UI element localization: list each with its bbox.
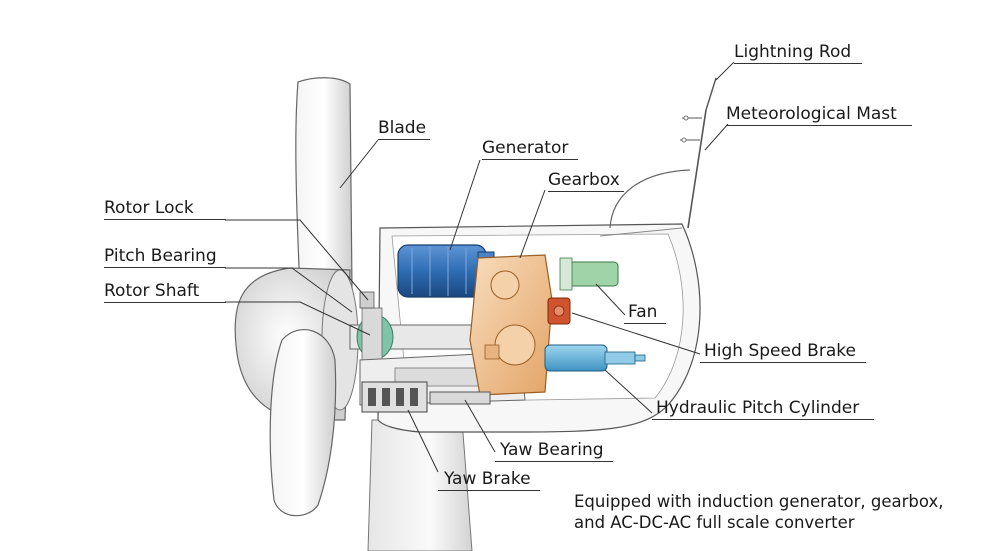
- leader-lines: [225, 61, 735, 473]
- blade-lower: [269, 329, 337, 517]
- yaw-brake: [361, 381, 428, 413]
- lightning-rod: [705, 77, 717, 111]
- label-pitch-bearing: Pitch Bearing: [104, 246, 217, 266]
- label-high-speed-brake: High Speed Brake: [704, 341, 856, 361]
- gearbox: [469, 254, 553, 396]
- caption-line-2: and AC-DC-AC full scale converter: [574, 513, 855, 532]
- underline-blade: [378, 139, 430, 140]
- meteorological-mast: [609, 109, 707, 229]
- label-blade: Blade: [378, 118, 427, 138]
- label-lightning-rod: Lightning Rod: [734, 42, 852, 62]
- blade-upper: [295, 77, 353, 291]
- label-meteorological-mast: Meteorological Mast: [726, 104, 897, 124]
- label-gearbox: Gearbox: [548, 170, 620, 190]
- caption: Equipped with induction generator, gearb…: [574, 491, 943, 533]
- high-speed-brake: [547, 297, 571, 325]
- rotor-lock: [359, 291, 375, 309]
- fan: [559, 257, 619, 291]
- underline-yaw-brake: [438, 490, 540, 491]
- label-hydraulic-pitch-cylinder: Hydraulic Pitch Cylinder: [656, 398, 860, 418]
- underline-pitch-bearing: [104, 267, 226, 268]
- label-generator: Generator: [482, 138, 569, 158]
- underline-fan: [624, 323, 666, 324]
- label-rotor-shaft: Rotor Shaft: [104, 281, 200, 301]
- underline-hydraulic-pitch-cylinder: [652, 419, 874, 420]
- label-fan: Fan: [628, 302, 658, 322]
- underline-high-speed-brake: [700, 362, 866, 363]
- label-yaw-bearing: Yaw Bearing: [500, 440, 604, 460]
- hydraulic-pitch-cylinder: [544, 344, 646, 372]
- label-yaw-brake: Yaw Brake: [444, 469, 531, 489]
- underline-gearbox: [548, 191, 624, 192]
- yaw-bearing: [429, 391, 491, 405]
- underline-meteorological-mast: [726, 125, 912, 126]
- underline-rotor-lock: [104, 219, 226, 220]
- caption-line-1: Equipped with induction generator, gearb…: [574, 492, 944, 511]
- underline-yaw-bearing: [495, 461, 613, 462]
- underline-generator: [482, 159, 578, 160]
- underline-rotor-shaft: [104, 302, 226, 303]
- label-rotor-lock: Rotor Lock: [104, 198, 194, 218]
- underline-lightning-rod: [734, 63, 862, 64]
